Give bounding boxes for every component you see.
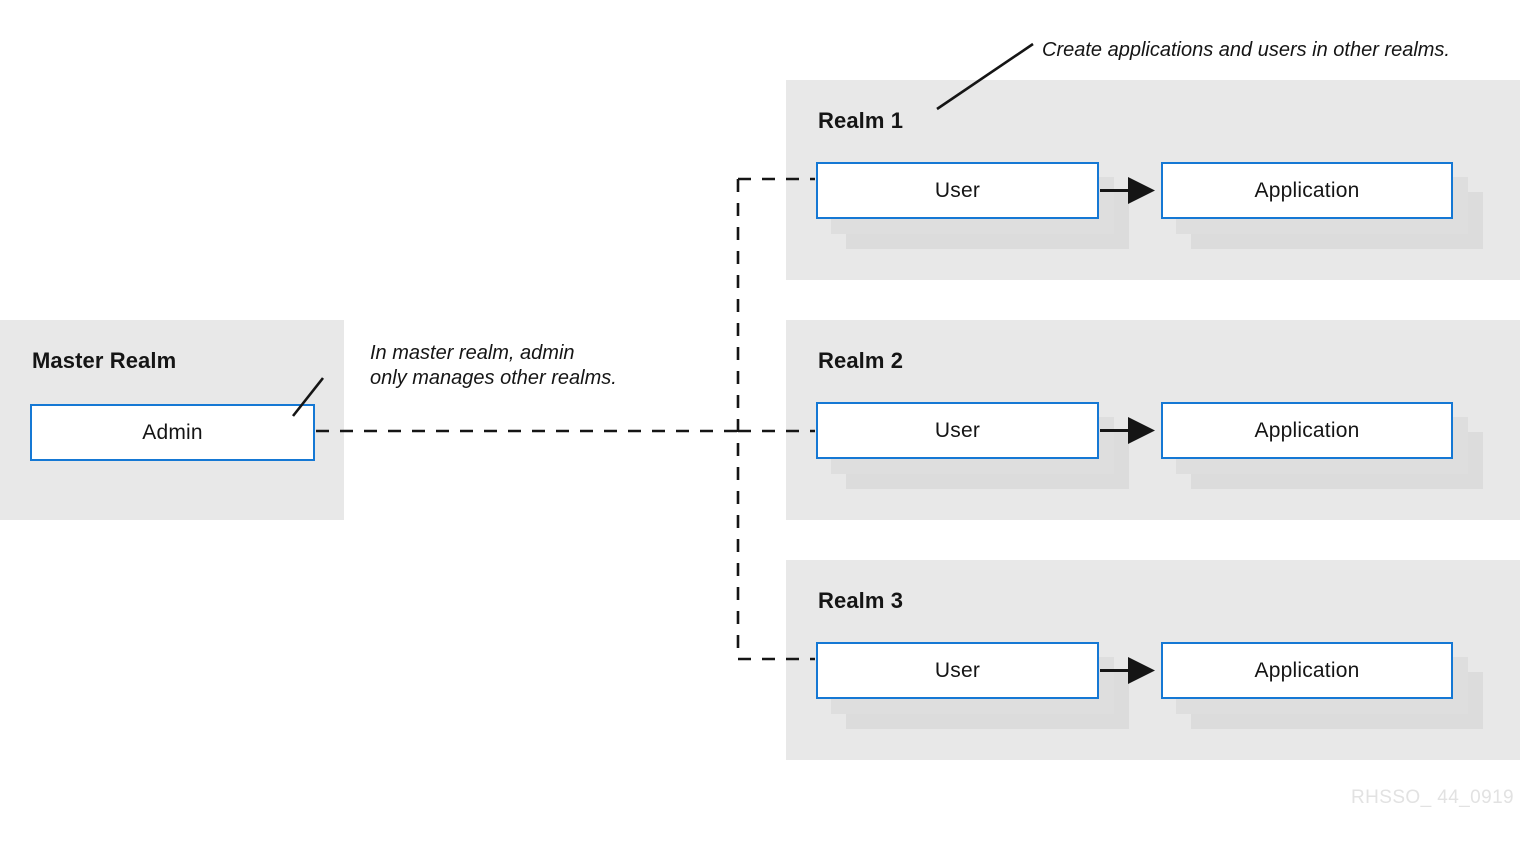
realm-3-user-label: User xyxy=(934,658,981,682)
realm-2-application-label: Application xyxy=(1254,418,1360,442)
admin-node[interactable]: Admin xyxy=(30,404,315,461)
realm-3-user-card: User xyxy=(816,642,1099,699)
realm-2-user-card: User xyxy=(816,402,1099,459)
realm-3-application-card: Application xyxy=(1161,642,1453,699)
realm-1-user-label: User xyxy=(934,178,981,202)
realm-3-title: Realm 3 xyxy=(818,588,904,613)
realm-3-application-node[interactable]: Application xyxy=(1161,642,1483,729)
realm-3-application-label: Application xyxy=(1254,658,1360,682)
master-realm-annotation: In master realm, admin only manages othe… xyxy=(370,342,617,389)
realm-1-application-label: Application xyxy=(1254,178,1360,202)
realm-3-user-node[interactable]: User xyxy=(816,642,1129,729)
realm-2-user-label: User xyxy=(934,418,981,442)
realm-2-title: Realm 2 xyxy=(818,348,904,373)
realms-annotation: Create applications and users in other r… xyxy=(1042,39,1450,61)
realm-1-title: Realm 1 xyxy=(818,108,904,133)
realm-1-application-card: Application xyxy=(1161,162,1453,219)
admin-node-label: Admin xyxy=(142,420,203,444)
realm-1-application-node[interactable]: Application xyxy=(1161,162,1483,249)
realm-1-user-node[interactable]: User xyxy=(816,162,1129,249)
image-watermark: RHSSO_ 44_0919 xyxy=(1351,787,1514,808)
realm-1-user-card: User xyxy=(816,162,1099,219)
realm-2-application-node[interactable]: Application xyxy=(1161,402,1483,489)
realm-2-user-node[interactable]: User xyxy=(816,402,1129,489)
master-realm-title: Master Realm xyxy=(32,348,177,373)
realm-2-application-card: Application xyxy=(1161,402,1453,459)
